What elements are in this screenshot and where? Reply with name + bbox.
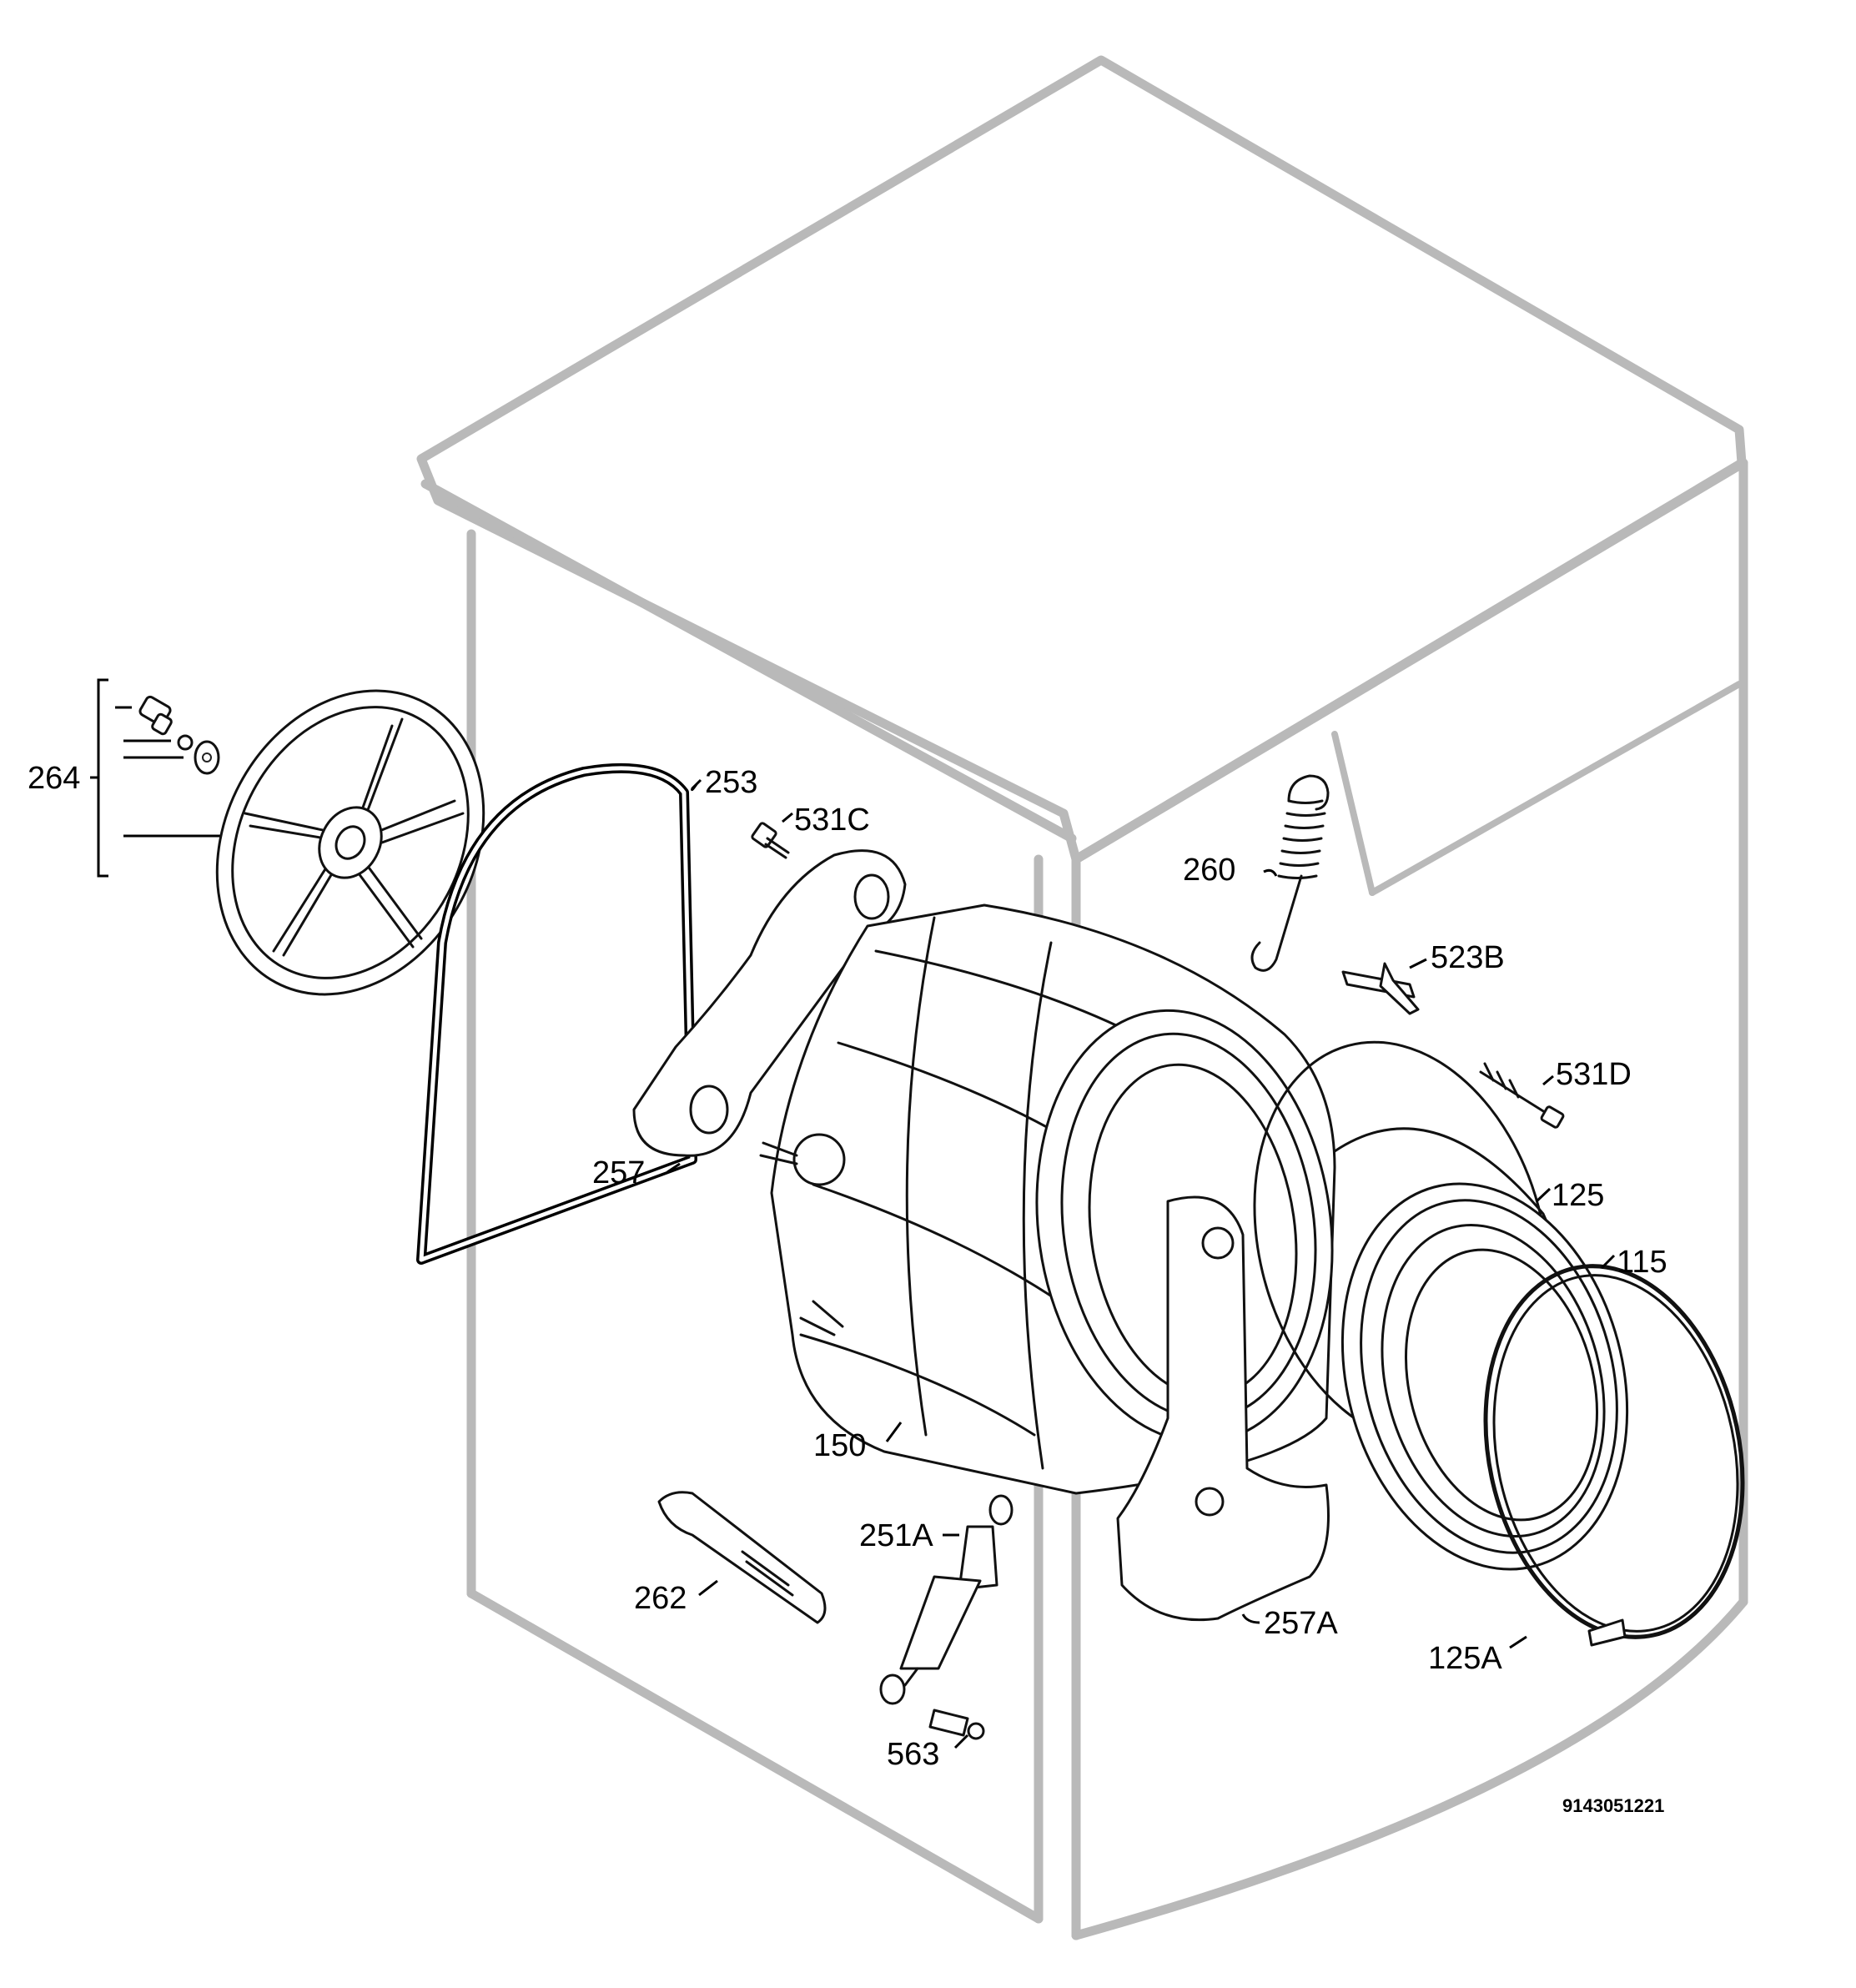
callout-labels: 264 253 531C 260 523B 531D 257 125 115 1… <box>28 761 1667 1816</box>
label-150: 150 <box>813 1428 866 1463</box>
label-251a: 251A <box>859 1518 933 1553</box>
label-563: 563 <box>887 1737 939 1772</box>
label-253: 253 <box>705 765 757 800</box>
label-257: 257 <box>592 1155 645 1190</box>
label-125: 125 <box>1552 1178 1604 1213</box>
pulley-bolt <box>138 695 173 736</box>
pulley-264 <box>90 678 485 996</box>
label-257a: 257A <box>1264 1606 1338 1641</box>
label-531d: 531D <box>1556 1057 1632 1092</box>
callout-leaders <box>666 778 1616 1749</box>
label-262: 262 <box>634 1581 687 1616</box>
screw-531d <box>1479 1062 1565 1129</box>
tub-assembly-150 <box>759 903 1336 1495</box>
pulley-wheel <box>215 689 485 996</box>
label-264: 264 <box>28 761 80 796</box>
label-115: 115 <box>1617 1245 1667 1280</box>
counterweight-257 <box>632 849 907 1157</box>
screw-531c <box>751 822 790 859</box>
drive-belt-253 <box>416 762 697 1265</box>
spring-260 <box>1250 774 1330 972</box>
counterweight-257a <box>1116 1195 1330 1622</box>
label-531c: 531C <box>794 803 870 838</box>
pulley-washer <box>177 734 220 775</box>
label-260: 260 <box>1183 853 1235 888</box>
reference-number: 9143051221 <box>1562 1795 1664 1816</box>
bracket-523b <box>1341 962 1420 1015</box>
label-523b: 523B <box>1431 940 1505 975</box>
shock-absorber-251a <box>879 1494 1014 1705</box>
handle-262 <box>657 1491 827 1624</box>
pin-563 <box>928 1709 985 1740</box>
door-seal-115 <box>1340 1182 1629 1571</box>
clamp-ring-125a <box>1483 1264 1745 1647</box>
label-125a: 125A <box>1428 1641 1502 1676</box>
